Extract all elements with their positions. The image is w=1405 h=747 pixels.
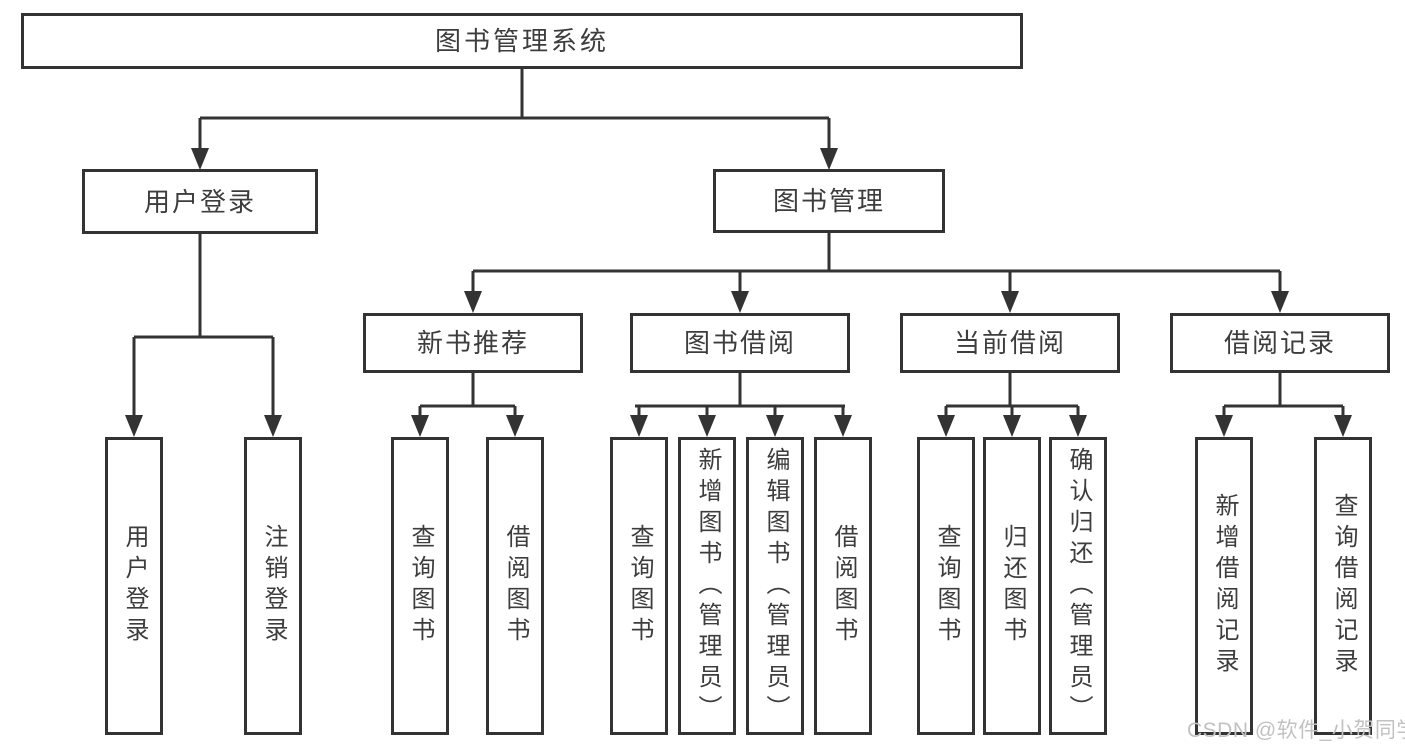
node-book-management: 图书管理 [713,169,945,233]
leaf-user-login: 用户登录 [105,437,163,735]
leaf-edit-book-admin: 编辑图书（管理员） [746,437,804,735]
leaf-add-book-admin: 新增图书（管理员） [678,437,736,735]
node-current-borrowing: 当前借阅 [900,313,1120,373]
csdn-watermark: CSDN @软件_小贺同学 [1187,719,1405,742]
leaf-query-book-borrowing: 查询图书 [610,437,668,735]
leaf-borrow-book: 借阅图书 [814,437,872,735]
node-library-system: 图书管理系统 [21,13,1023,69]
leaf-confirm-return-admin: 确认归还（管理员） [1049,437,1107,735]
leaf-return-book: 归还图书 [983,437,1041,735]
leaf-query-book-recommend: 查询图书 [391,437,449,735]
leaf-borrow-book-recommend: 借阅图书 [486,437,544,735]
node-borrowing-records: 借阅记录 [1170,313,1390,373]
node-book-borrowing: 图书借阅 [630,313,850,373]
leaf-query-borrow-record: 查询借阅记录 [1314,437,1372,735]
node-new-book-recommend: 新书推荐 [363,313,583,373]
leaf-query-book-current: 查询图书 [917,437,975,735]
leaf-logout: 注销登录 [244,437,302,735]
node-user-login: 用户登录 [82,169,318,234]
leaf-add-borrow-record: 新增借阅记录 [1195,437,1253,735]
